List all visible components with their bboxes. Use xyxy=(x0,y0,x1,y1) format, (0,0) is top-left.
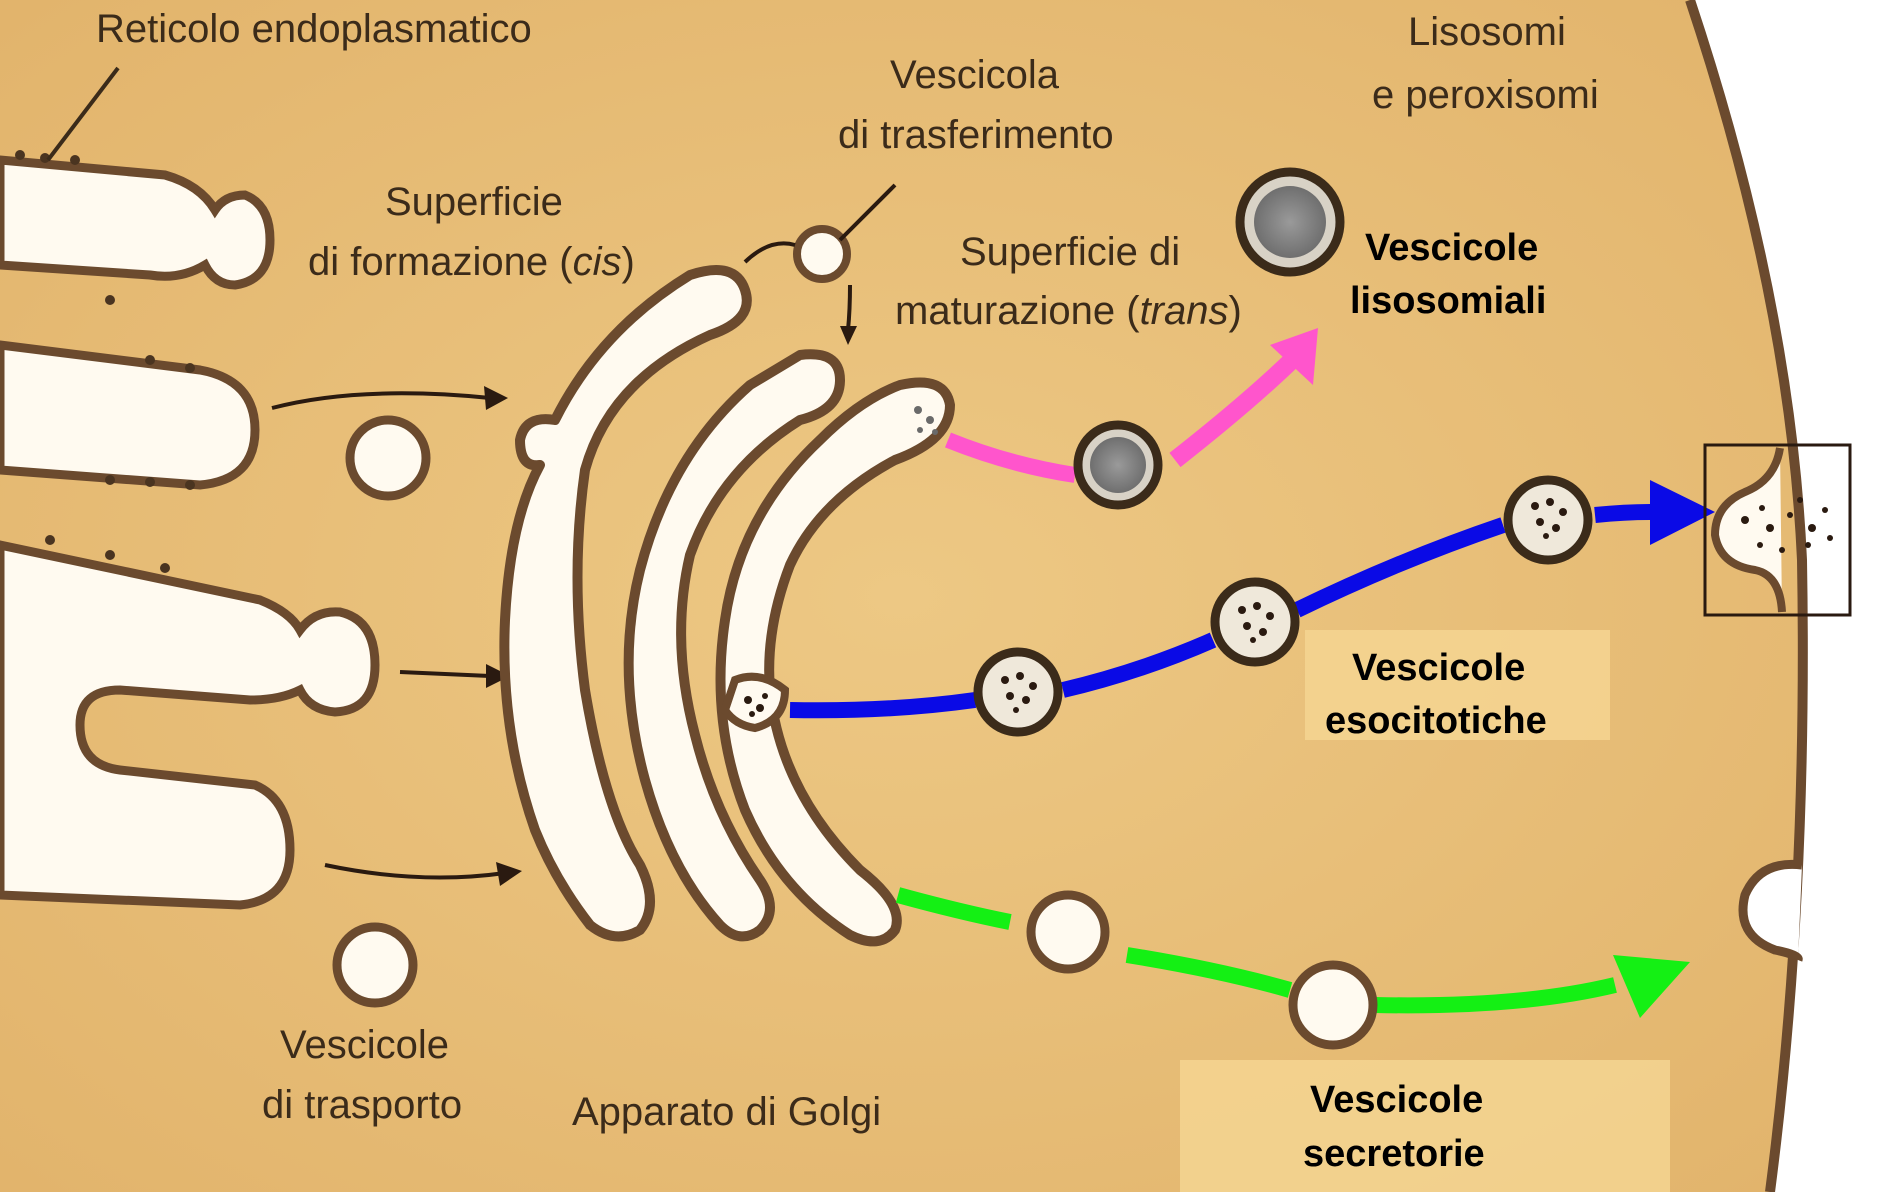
transport-label-line2: di trasporto xyxy=(262,1083,462,1127)
lyso-perox-label-line1: Lisosomi xyxy=(1408,10,1566,54)
exocytotic-label-line2: esocitotiche xyxy=(1325,700,1547,742)
transfer-arrow-out xyxy=(848,285,850,330)
cis-label-line1: Superficie xyxy=(385,180,563,224)
exocytotic-label-line1: Vescicole xyxy=(1352,647,1525,689)
trans-label-line2: maturazione (trans) xyxy=(895,289,1242,333)
cytoplasm xyxy=(0,0,1803,1192)
lysosomal-vesicle xyxy=(1078,425,1158,505)
secretory-label-line1: Vescicole xyxy=(1310,1079,1483,1121)
lyso-perox-label-line2: e peroxisomi xyxy=(1372,73,1599,117)
transfer-vesicle xyxy=(797,229,847,279)
lysosomal-label-line2: lisosomiali xyxy=(1350,280,1546,322)
transfer-label-line2: di trasferimento xyxy=(838,113,1114,157)
transport-label-line1: Vescicole xyxy=(280,1023,449,1067)
cis-label-line2: di formazione (cis) xyxy=(308,240,635,284)
lysosomal-label-line1: Vescicole xyxy=(1365,227,1538,269)
budding-vesicle xyxy=(725,677,785,728)
secretory-label-line2: secretorie xyxy=(1303,1133,1485,1175)
trans-label-line1: Superficie di xyxy=(960,230,1180,274)
golgi-label: Apparato di Golgi xyxy=(572,1090,881,1134)
lysosome xyxy=(1240,172,1340,272)
er-label: Reticolo endoplasmatico xyxy=(96,7,532,51)
transfer-label-line1: Vescicola xyxy=(890,53,1060,97)
